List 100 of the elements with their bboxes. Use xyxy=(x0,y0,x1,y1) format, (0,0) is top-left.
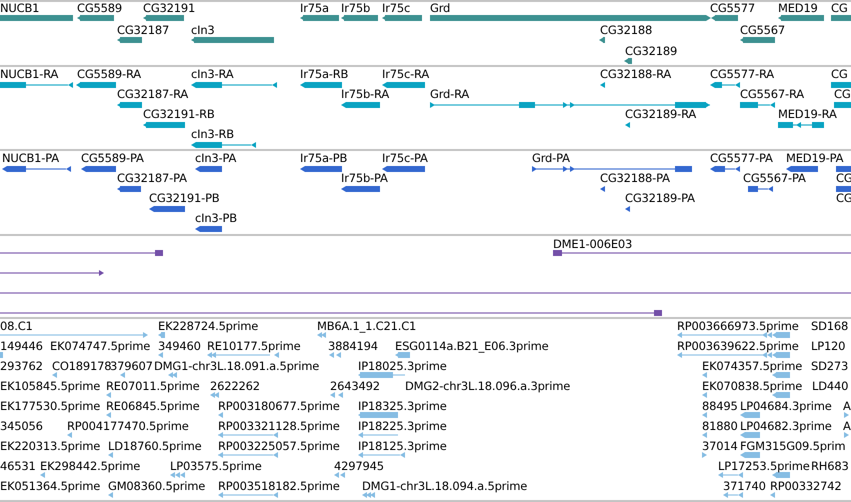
feature-label: A xyxy=(843,420,851,433)
feature-label: IP18325.3prime xyxy=(358,400,447,413)
feature-label: RP003518182.5prime xyxy=(218,480,340,493)
feature-label: RE06845.5prime xyxy=(106,400,200,413)
feature-label: CG5589-PA xyxy=(81,152,144,165)
feature-label: 379607 xyxy=(110,360,153,373)
feature-label: cIn3-PB xyxy=(195,212,237,225)
feature-label: Ir75b-RA xyxy=(341,88,389,101)
feature-label: CG xyxy=(831,2,848,15)
feature-label: CG32187-PA xyxy=(117,172,187,185)
feature-label: CG5577 xyxy=(710,2,756,15)
feature-label: RP003666973.5prime xyxy=(677,320,799,333)
feature-label: EK105845.5prime xyxy=(0,380,100,393)
feature-label: CG32188 xyxy=(600,24,652,37)
feature-label: 46531 xyxy=(0,460,36,473)
feature-label: DMG2-chr3L.18.096.a.3prime xyxy=(405,380,570,393)
feature-label: CG5567-PA xyxy=(743,172,806,185)
feature-label: RE10177.5prime xyxy=(207,340,301,353)
feature-label: LD440 xyxy=(812,380,848,393)
feature-label: CG5567-RA xyxy=(740,88,804,101)
feature-label: CG xyxy=(834,88,851,101)
feature-label: Ir75a xyxy=(300,2,329,15)
feature-label: NUCB1-PA xyxy=(2,152,59,165)
feature-label: CG32187 xyxy=(117,24,170,37)
feature-label: LP03575.5prime xyxy=(170,460,262,473)
feature-label: Ir75c xyxy=(382,2,410,15)
feature-label: CG5577-PA xyxy=(710,152,773,165)
feature-label: CO189178 xyxy=(52,360,112,373)
feature-label: 81880 xyxy=(702,420,738,433)
feature-label: CG32189-PA xyxy=(625,192,695,205)
feature-label: MB6A.1_1.C21.C1 xyxy=(317,320,416,333)
feature-label: Grd-PA xyxy=(532,152,570,165)
feature-label: CG5589-RA xyxy=(77,68,141,81)
feature-label: 08.C1 xyxy=(0,320,33,333)
feature-label: EK177530.5prime xyxy=(0,400,100,413)
feature-label: NUCB1-RA xyxy=(0,68,58,81)
feature-label: FGM315G09.5prim xyxy=(740,440,846,453)
feature-label: cIn3 xyxy=(191,24,215,37)
feature-label: CG32191-PB xyxy=(149,192,220,205)
feature-label: LP120 xyxy=(811,340,846,353)
feature-label: 4297945 xyxy=(334,460,384,473)
feature-label: CG32191 xyxy=(143,2,196,15)
feature-label: EK074357.5prime xyxy=(702,360,802,373)
feature-label: Ir75a-RB xyxy=(300,68,348,81)
feature-label: CG32189-RA xyxy=(625,108,696,121)
feature-label: Grd-RA xyxy=(430,88,470,101)
feature-label: ESG0114a.B21_E06.3prime xyxy=(395,340,548,353)
feature-label: cIn3-RA xyxy=(191,68,234,81)
feature-label: CG32188-PA xyxy=(600,172,670,185)
feature-label: Ir75c-RA xyxy=(382,68,430,81)
feature-label: RP003321128.5prime xyxy=(218,420,340,433)
feature-label: RP003639622.5prime xyxy=(677,340,799,353)
feature-label: MED19-RA xyxy=(778,108,837,121)
feature-label: GM08360.5prime xyxy=(108,480,206,493)
feature-label: DMG1-chr3L.18.094.a.5prime xyxy=(362,480,528,493)
feature-label: CG32188-RA xyxy=(600,68,672,81)
feature-label: DME1-006E03 xyxy=(553,238,632,251)
feature-label: A xyxy=(843,400,851,413)
feature-label: RP004177470.5prime xyxy=(67,420,189,433)
feature-label: 345056 xyxy=(0,420,43,433)
feature-label: LP17253.5prime xyxy=(718,460,810,473)
feature-label: CG5589 xyxy=(77,2,122,15)
feature-label: RH683 xyxy=(811,460,849,473)
feature-label: Ir75b xyxy=(341,2,370,15)
feature-label: 37014 xyxy=(702,440,738,453)
feature-label: CG32189 xyxy=(625,45,678,58)
feature-label: 371740 xyxy=(723,480,766,493)
feature-label: 88495 xyxy=(702,400,738,413)
feature-label: MED19 xyxy=(778,2,818,15)
feature-label: Ir75c-PA xyxy=(382,152,428,165)
feature-label: CG5577-RA xyxy=(710,68,774,81)
feature-label: IP18025.3prime xyxy=(358,360,447,373)
feature-label: MED19-PA xyxy=(786,152,844,165)
feature-label: LP04682.3prime xyxy=(740,420,832,433)
feature-label: EK051364.5prime xyxy=(0,480,100,493)
feature-label: LD18760.5prime xyxy=(108,440,202,453)
feature-label: NUCB1 xyxy=(0,2,40,15)
feature-label: CG32187-RA xyxy=(117,88,188,101)
feature-label: CG5567 xyxy=(740,24,786,37)
feature-label: RP003225057.5prime xyxy=(218,440,340,453)
feature-label: 2622262 xyxy=(210,380,260,393)
feature-label: IP18125.3prime xyxy=(358,440,447,453)
feature-label: EK220313.5prime xyxy=(0,440,100,453)
feature-label: Ir75a-PB xyxy=(300,152,348,165)
feature-label: EK228724.5prime xyxy=(158,320,258,333)
feature-label: 149446 xyxy=(0,340,43,353)
feature-label: Ir75b-PA xyxy=(341,172,388,185)
feature-label: Grd xyxy=(430,2,450,15)
feature-label: RP00332742 xyxy=(770,480,842,493)
feature-label: 2643492 xyxy=(330,380,380,393)
feature-label: DMG1-chr3L.18.091.a.5prime xyxy=(154,360,320,373)
feature-label: EK298442.5prime xyxy=(40,460,140,473)
feature-label: SD273 xyxy=(811,360,848,373)
feature-label: cIn3-RB xyxy=(191,128,234,141)
feature-label: CG xyxy=(831,68,848,81)
feature-label: cIn3-PA xyxy=(195,152,236,165)
feature-label: SD168 xyxy=(811,320,848,333)
feature-label: IP18225.3prime xyxy=(358,420,447,433)
feature-label: 293762 xyxy=(0,360,43,373)
feature-label: RE07011.5prime xyxy=(106,380,200,393)
